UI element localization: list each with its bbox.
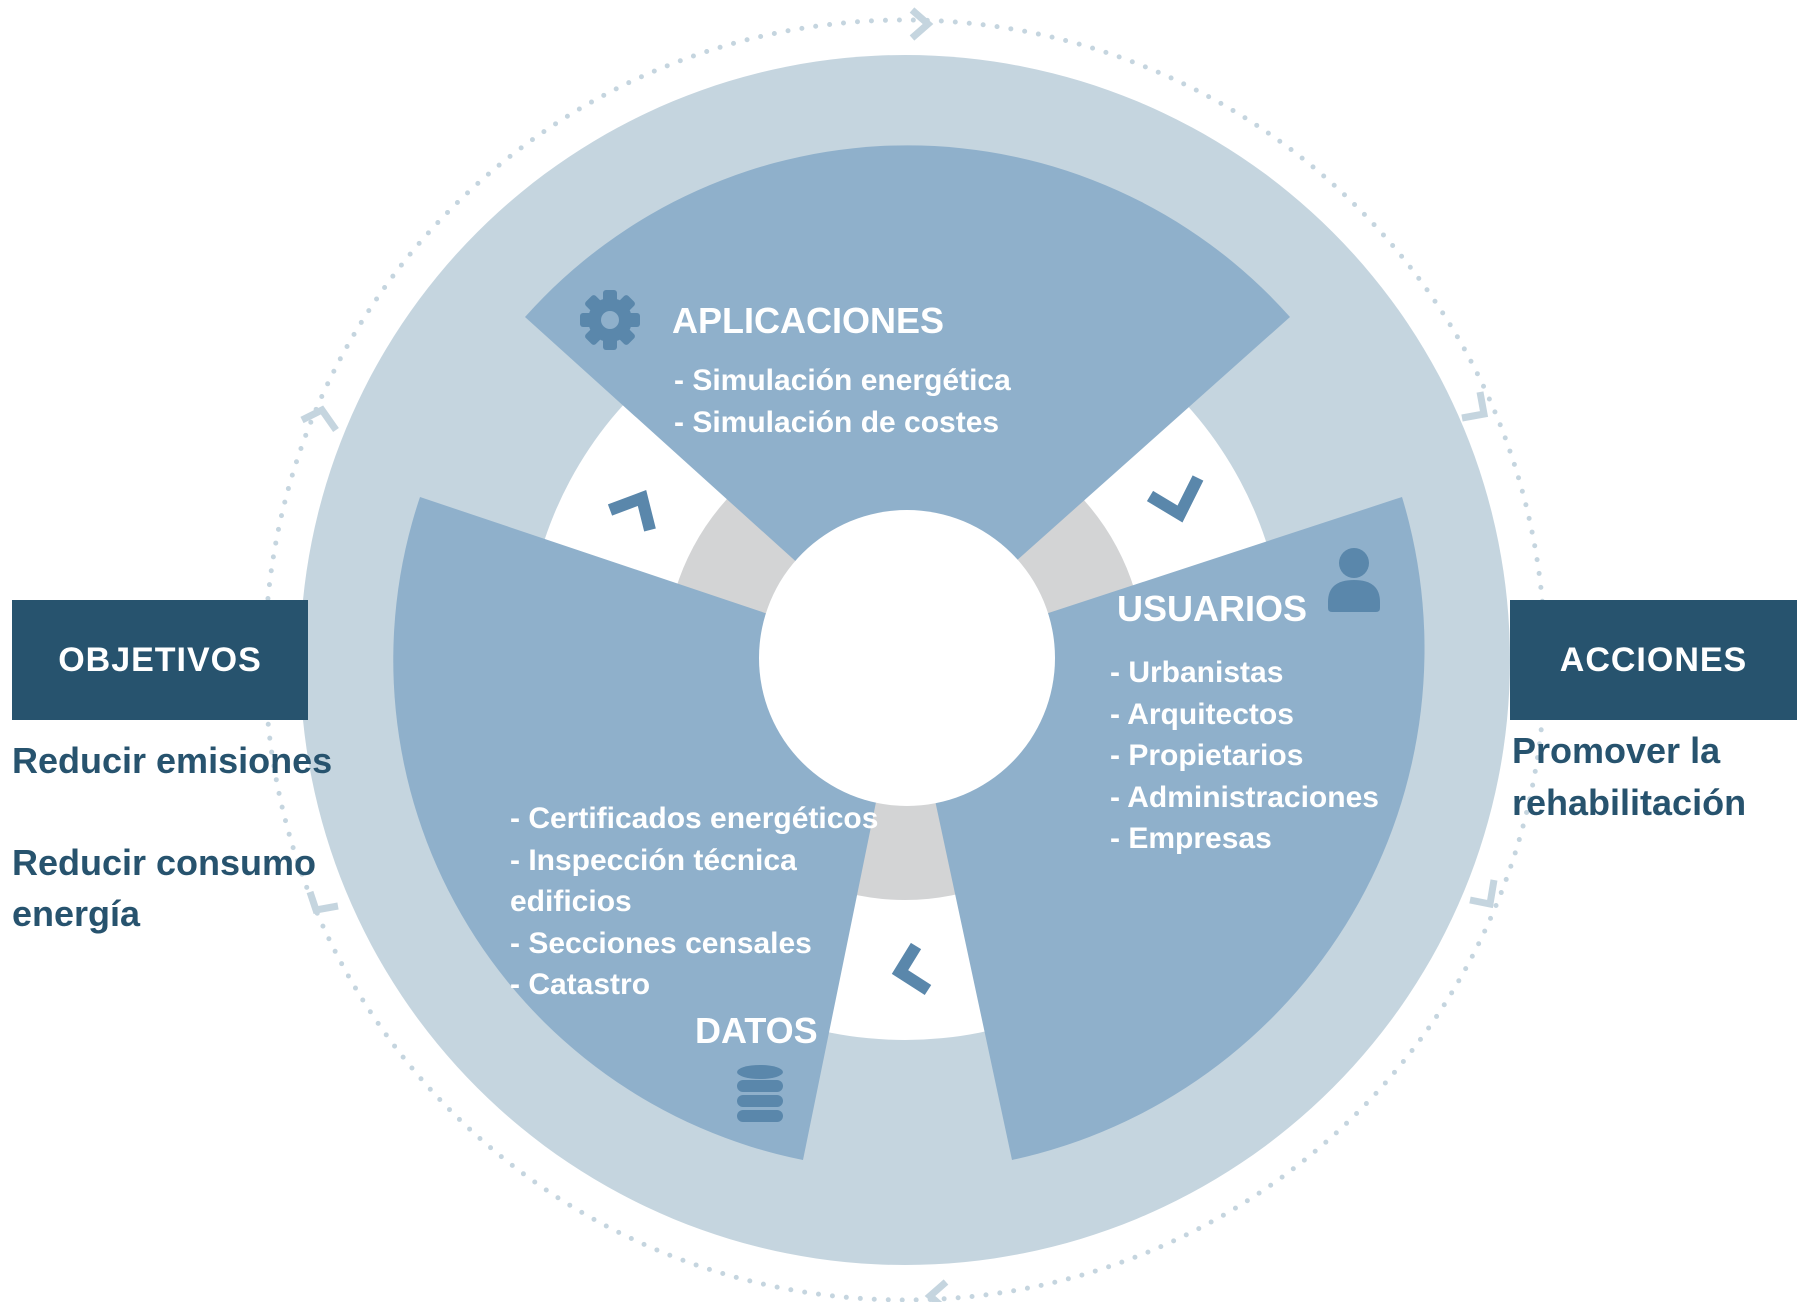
chevron-lower-right-icon bbox=[1469, 879, 1498, 909]
list-item: - Secciones censales bbox=[510, 926, 812, 960]
list-item: - Simulación de costes bbox=[674, 405, 1000, 439]
user-icon bbox=[1328, 548, 1380, 612]
usuarios-title: USUARIOS bbox=[1117, 588, 1308, 629]
goal-energia: energía bbox=[12, 893, 141, 934]
ring-chevron-left-icon bbox=[607, 490, 656, 532]
goal-reducir-consumo: Reducir consumo bbox=[12, 842, 317, 883]
list-item: - Catastro bbox=[510, 968, 651, 1001]
ring-chevron-bottom-icon bbox=[891, 942, 932, 996]
sector-aplicaciones bbox=[525, 145, 1290, 660]
ring-chevron-right-icon bbox=[1146, 475, 1204, 523]
center-circle bbox=[759, 510, 1055, 806]
accion-line-2: rehabilitación bbox=[1512, 782, 1747, 823]
chevron-upper-left-icon bbox=[300, 405, 339, 433]
acciones-banner: ACCIONES bbox=[1510, 600, 1797, 720]
database-icon bbox=[737, 1065, 783, 1122]
list-item: - Inspección técnica bbox=[510, 843, 797, 877]
list-item: - Certificados energéticos bbox=[510, 802, 879, 835]
chevron-lower-left-icon bbox=[306, 890, 339, 914]
goal-reducir-emisiones: Reducir emisiones bbox=[12, 740, 333, 781]
chevron-bottom-icon bbox=[924, 1279, 949, 1302]
aplicaciones-list: - Simulación energética - Simulación de … bbox=[674, 360, 1011, 443]
aplicaciones-title: APLICACIONES bbox=[672, 300, 945, 341]
list-item: - Propietarios bbox=[1110, 739, 1304, 772]
gear-icon bbox=[580, 290, 640, 350]
list-item: - Simulación energética bbox=[674, 364, 1011, 397]
datos-title: DATOS bbox=[695, 1010, 818, 1051]
chevron-top-icon bbox=[909, 7, 934, 41]
objetivos-banner: OBJETIVOS bbox=[12, 600, 308, 720]
list-item: - Urbanistas bbox=[1110, 656, 1284, 689]
chevron-upper-right-icon bbox=[1461, 391, 1489, 422]
usuarios-list: - Urbanistas - Arquitectos - Propietario… bbox=[1110, 652, 1379, 860]
objetivos-label: OBJETIVOS bbox=[58, 640, 262, 679]
list-item: - Administraciones bbox=[1110, 780, 1379, 814]
accion-line-1: Promover la bbox=[1512, 730, 1721, 771]
acciones-label: ACCIONES bbox=[1559, 640, 1748, 679]
list-item: edificios bbox=[510, 885, 632, 918]
list-item: - Empresas bbox=[1110, 822, 1272, 855]
datos-list: - Certificados energéticos - Inspección … bbox=[510, 798, 878, 1006]
list-item: - Arquitectos bbox=[1110, 697, 1294, 731]
